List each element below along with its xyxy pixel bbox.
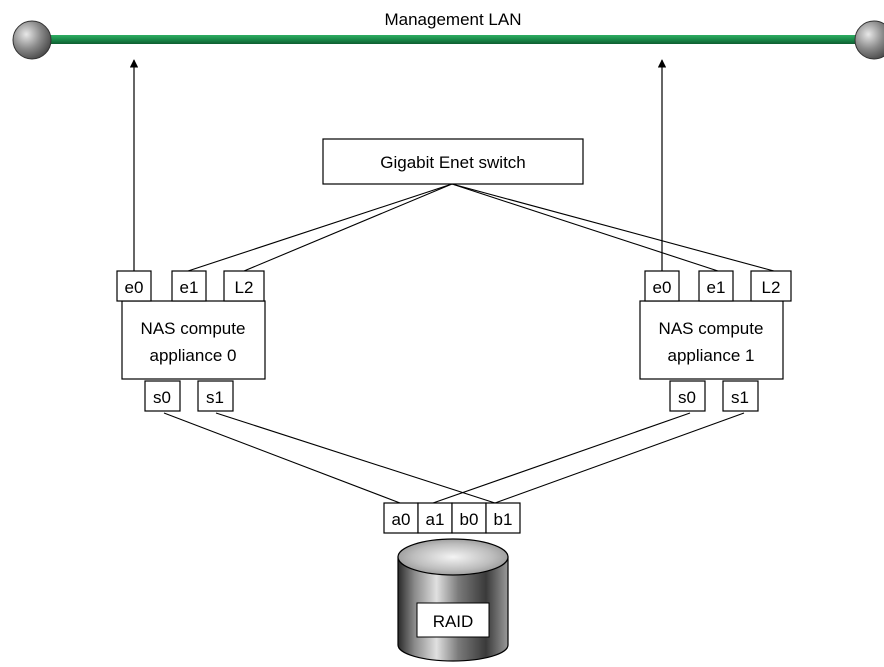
lan-uplinks — [129, 59, 667, 271]
storage-links — [163, 412, 745, 504]
appliance-body — [639, 300, 784, 380]
lan-end-node-left-icon — [12, 20, 52, 60]
port-s1: s1 — [206, 388, 224, 407]
nas-appliance-1: NAS compute appliance 1 e0 e1 L2 s0 s1 — [639, 270, 792, 412]
appliance-name-line1: NAS compute — [141, 319, 246, 338]
gigabit-switch: Gigabit Enet switch — [322, 138, 584, 185]
port-e0: e0 — [125, 278, 144, 297]
appliance-name-line2: appliance 0 — [150, 346, 237, 365]
port-a1: a1 — [426, 510, 445, 529]
port-e0: e0 — [653, 278, 672, 297]
appliance-name-line1: NAS compute — [659, 319, 764, 338]
raid-label-box — [416, 602, 490, 638]
nas-appliance-0: NAS compute appliance 0 e0 e1 L2 s0 s1 — [116, 270, 266, 412]
switch-box — [322, 138, 584, 185]
switch-links — [187, 183, 775, 272]
port-b1: b1 — [494, 510, 513, 529]
lan-label: Management LAN — [384, 10, 521, 29]
port-l2: L2 — [235, 278, 254, 297]
port-b0: b0 — [460, 510, 479, 529]
port-l2: L2 — [762, 278, 781, 297]
management-lan: Management LAN — [12, 10, 884, 60]
appliance-name-line2: appliance 1 — [668, 346, 755, 365]
appliance-body — [121, 300, 266, 380]
raid-array: a0 a1 b0 b1 RAID — [383, 502, 521, 662]
port-s0: s0 — [678, 388, 696, 407]
raid-cylinder-icon — [397, 538, 509, 662]
lan-end-node-right-icon — [854, 20, 884, 60]
port-s1: s1 — [731, 388, 749, 407]
port-e1: e1 — [707, 278, 726, 297]
port-a0: a0 — [392, 510, 411, 529]
port-e1: e1 — [180, 278, 199, 297]
raid-label: RAID — [433, 612, 474, 631]
lan-line — [32, 35, 877, 44]
switch-label: Gigabit Enet switch — [380, 153, 526, 172]
port-s0: s0 — [153, 388, 171, 407]
